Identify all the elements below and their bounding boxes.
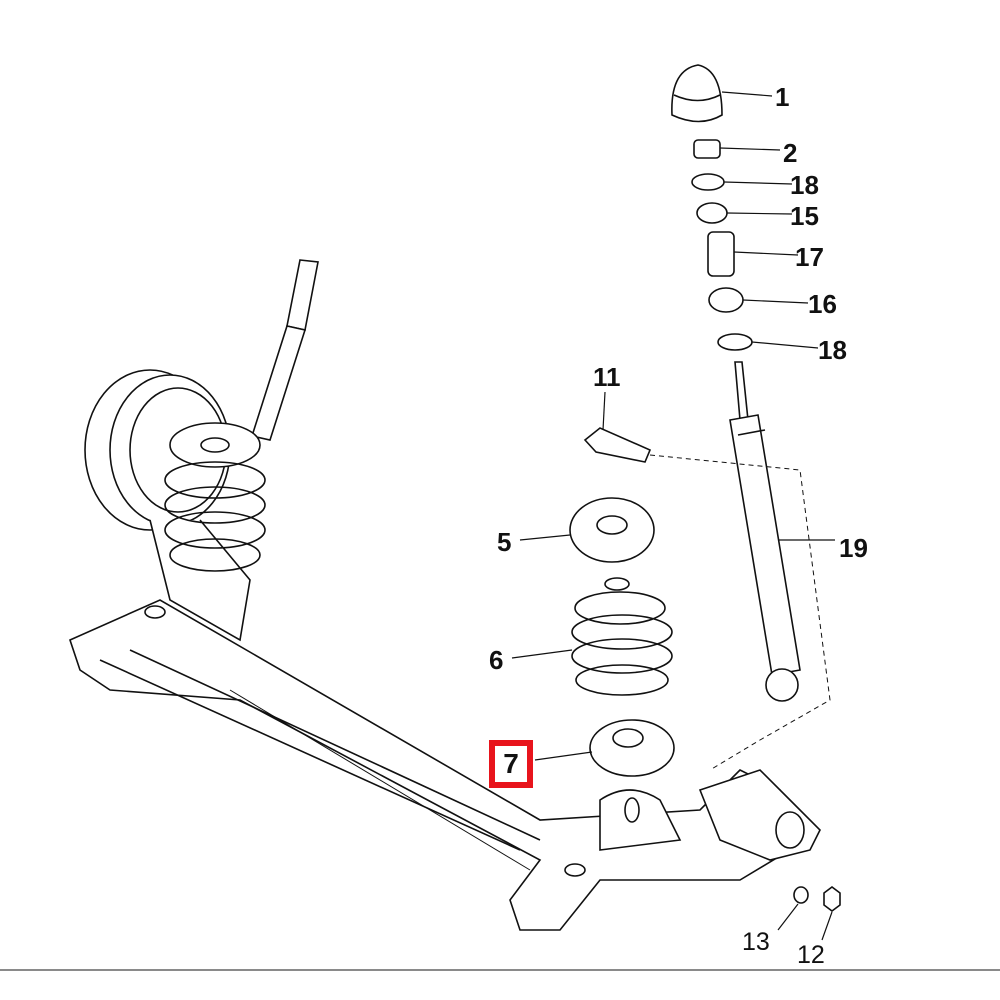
callout-13: 13 — [742, 928, 770, 956]
part-16-bushing — [708, 287, 744, 313]
part-7-spring-pad — [589, 719, 675, 777]
callout-1: 1 — [775, 82, 790, 112]
part-19-shock-absorber — [729, 361, 801, 702]
axle-beam — [69, 599, 821, 931]
callout-2: 2 — [783, 138, 798, 168]
divider — [0, 969, 1000, 971]
part-12-nut — [823, 886, 841, 912]
callout-6: 6 — [489, 645, 504, 675]
part-17-sleeve — [707, 231, 735, 277]
left-drum-assembly — [84, 259, 319, 642]
part-18-washer-lower — [717, 333, 753, 351]
callout-5: 5 — [497, 527, 512, 557]
callout-15: 15 — [790, 201, 819, 231]
part-5-spring-seat — [569, 497, 655, 563]
part-11-bolt — [583, 427, 652, 463]
leader-lines — [511, 91, 835, 941]
part-2-bushing — [693, 139, 721, 159]
callout-18-upper: 18 — [790, 170, 819, 200]
callout-7: 7 — [495, 746, 527, 782]
part-1-bump-stop — [671, 64, 723, 123]
callout-18-lower: 18 — [818, 335, 847, 365]
callout-19: 19 — [839, 533, 868, 563]
callout-12: 12 — [797, 941, 825, 969]
part-6-coil-spring — [571, 577, 673, 696]
callout-17: 17 — [795, 242, 824, 272]
part-15-bushing — [696, 202, 728, 224]
highlight-box: 7 — [489, 740, 533, 788]
part-18-washer-upper — [691, 173, 725, 191]
part-13-washer — [793, 886, 809, 904]
callout-16: 16 — [808, 289, 837, 319]
callout-11: 11 — [593, 362, 621, 392]
